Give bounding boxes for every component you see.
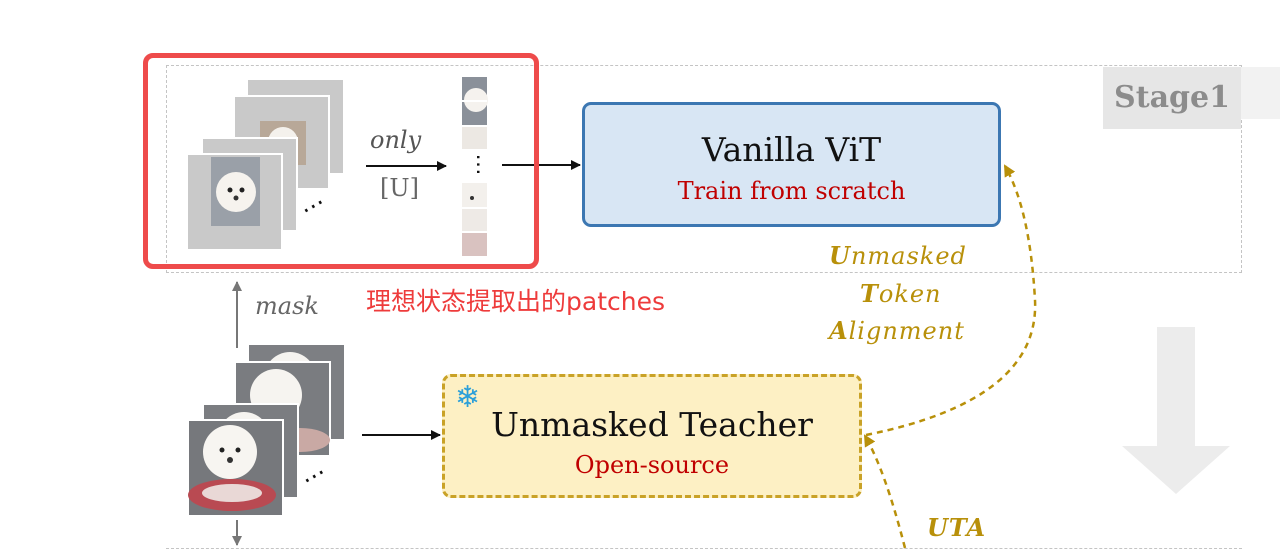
patches-column bbox=[462, 77, 488, 256]
original-frames-stack bbox=[187, 345, 344, 517]
vanilla-vit-subtitle: Train from scratch bbox=[677, 177, 906, 205]
unmasked-teacher-subtitle: Open-source bbox=[574, 451, 730, 479]
stage-transition-arrow-shaft bbox=[1157, 327, 1195, 447]
uta-line-token: Token bbox=[860, 279, 942, 308]
u-label: [U] bbox=[380, 174, 419, 202]
stage1-label: Stage1 bbox=[1103, 67, 1241, 129]
stage-transition-arrow-head bbox=[1122, 446, 1230, 494]
uta-line-alignment: Alignment bbox=[829, 316, 965, 345]
ideal-patches-caption: 理想状态提取出的patches bbox=[366, 287, 665, 316]
uta-line-unmasked: Unmasked bbox=[829, 241, 967, 270]
snowflake-icon: ❄ bbox=[455, 380, 481, 415]
vanilla-vit-box: Vanilla ViT Train from scratch bbox=[582, 102, 1001, 227]
uta-abbrev-label: UTA bbox=[927, 513, 987, 542]
stage2-region-border bbox=[166, 548, 1242, 549]
unmasked-teacher-box: ❄ Unmasked Teacher Open-source bbox=[442, 374, 862, 498]
mask-label: mask bbox=[255, 292, 319, 320]
uta-lower-curve bbox=[863, 434, 907, 549]
ideal-patches-highlight bbox=[143, 53, 539, 269]
uta-alignment-curve bbox=[865, 164, 1037, 437]
vanilla-vit-title: Vanilla ViT bbox=[701, 130, 882, 169]
masked-frames-stack bbox=[186, 80, 343, 251]
stage-label-tail bbox=[1241, 67, 1280, 119]
only-label: only bbox=[370, 126, 422, 154]
stage1-region bbox=[166, 65, 1242, 273]
unmasked-teacher-title: Unmasked Teacher bbox=[491, 405, 813, 444]
